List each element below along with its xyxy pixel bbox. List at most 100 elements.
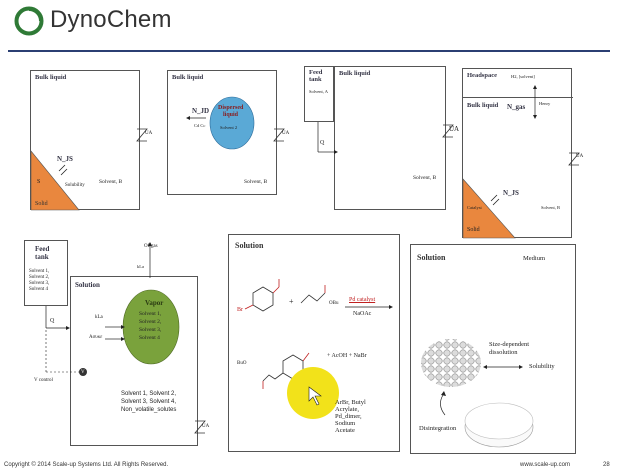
liquid-line-3: Non_volatile_solutes (121, 407, 177, 413)
s-label: S (37, 179, 41, 185)
ua-jacket-icon (273, 128, 285, 142)
feed-tank-small: Feed tank Solvent, A (304, 66, 334, 122)
plus-sign: + (289, 297, 294, 306)
njs-label: N_JS (57, 155, 73, 163)
droplet-line1: Dispersed (218, 105, 244, 111)
pd-catalyst-label: Pd catalyst (349, 297, 376, 303)
headspace-divider (463, 97, 573, 98)
catalyst-label: Catalyst (467, 205, 482, 210)
dissolution-graphics (421, 339, 534, 448)
species-line-3: Pd_dimer, (335, 413, 362, 420)
footer-page-number: 28 (603, 462, 610, 468)
njd-label: N_JD (192, 107, 210, 115)
footer-url[interactable]: www.scale-up.com (520, 462, 571, 468)
feed-line1: Feed (309, 69, 323, 76)
vapor-item-1: Solvent 1, (139, 311, 162, 317)
reaction-scheme (244, 279, 393, 419)
obu-label: OBu (329, 301, 339, 306)
ua-jacket-icon (136, 128, 148, 142)
liquid-line-1: Solvent 1, Solvent 2, (121, 391, 177, 397)
h2-label: H2, [solvent] (511, 74, 535, 79)
panel-title: Solution (235, 241, 264, 250)
henry-label: Henry (539, 101, 551, 106)
panel-bulk-liquid-feed: Bulk liquid Solvent, B (334, 66, 446, 210)
feed-pipe (317, 122, 338, 154)
solvent-label: Solvent, B (541, 205, 561, 210)
panel-title: Bulk liquid (467, 102, 499, 109)
headspace-label: Headspace (467, 72, 497, 79)
panel-heck-reaction: Solution Br + OBu Pd catalyst NaOAc BuO … (228, 234, 400, 452)
ua-jacket-icon (442, 124, 454, 138)
cdcc-label: Cd Cc (194, 123, 206, 128)
headspace-graphics (463, 85, 537, 239)
header: DynoChem (0, 0, 618, 50)
vapor-title: Vapor (145, 299, 164, 307)
panel-title: Bulk liquid (339, 70, 371, 77)
solid-triangle (31, 150, 80, 211)
panel-headspace: Headspace H2, [solvent] Bulk liquid N_ga… (462, 68, 573, 239)
feed-sub: Solvent, A (309, 89, 329, 94)
ngas-label: N_gas (507, 103, 526, 111)
brand-name: DynoChem (50, 6, 172, 33)
feed-solvent-3: Solvent 3, (29, 281, 50, 286)
vapor-item-4: Solvent 4 (139, 335, 160, 341)
species-line-1: ArBr, Butyl (335, 399, 366, 406)
q-label: Q (320, 140, 325, 146)
medium-label: Medium (523, 255, 546, 262)
q-label: Q (50, 318, 55, 324)
species-line-5: Acetate (335, 427, 355, 434)
solvent-label: Solvent, B (99, 179, 123, 185)
solvent-label: Solvent, B (244, 179, 268, 185)
njs-label: N_JS (503, 189, 519, 197)
feed-line2: tank (309, 76, 322, 83)
panel-title: Bulk liquid (35, 74, 67, 81)
naoac-label: NaOAc (353, 311, 372, 317)
solubility-label: Solubility (65, 183, 85, 188)
kla-top-label: kLa (137, 264, 144, 269)
ua-label: UA (202, 424, 210, 429)
panel-dissolution: Solution Medium Size-dependent dissoluti… (410, 244, 576, 454)
solvent-label: Solvent, B (413, 175, 437, 181)
feed-tank-large: Feed tank Solvent 1, Solvent 2, Solvent … (24, 240, 68, 306)
droplet-graphic (186, 96, 255, 150)
ua-jacket-icon (568, 152, 580, 166)
feed-solvent-2: Solvent 2, (29, 275, 50, 280)
v-label: V (81, 370, 85, 375)
droplet-sub: Solvent 2 (220, 125, 238, 130)
species-line-2: Acrylate, (335, 406, 360, 413)
droplet-line2: liquid (223, 112, 239, 118)
species-line-4: Sodium (335, 420, 356, 427)
solid-label: Solid (467, 227, 480, 233)
panel-title: Solution (75, 281, 100, 289)
vapor-item-2: Solvent 2, (139, 319, 162, 325)
ua-label: UA (449, 125, 460, 133)
disintegration-label: Disintegration (419, 425, 457, 432)
ua-jacket-icon (194, 420, 206, 434)
vapor-piping (45, 242, 152, 376)
feed-solvent-1: Solvent 1, (29, 269, 50, 274)
ua-label: UA (282, 131, 290, 136)
feed-solvent-4: Solvent 4 (29, 287, 49, 292)
vapor-bubble (105, 289, 180, 365)
solid-label: Solid (35, 201, 48, 207)
kla-label: kLa (95, 315, 103, 320)
footer-copyright: Copyright © 2014 Scale-up Systems Ltd. A… (4, 462, 169, 468)
panel-title: Bulk liquid (172, 74, 204, 81)
acum-label: Aσυκε (89, 335, 103, 340)
solubility-label: Solubility (529, 363, 555, 370)
feed-line2: tank (35, 253, 49, 261)
buo-label: BuO (237, 361, 247, 366)
feed-line1: Feed (35, 245, 50, 253)
ua-label: UA (145, 131, 153, 136)
panel-dispersed-liquid: Bulk liquid N_JD Cd Cc Dispersed liquid … (167, 70, 277, 195)
panel-vapor-solution: Solution kLa Aσυκε Vapor Solvent 1, Solv… (70, 276, 198, 446)
panel-bulk-liquid-solid: Bulk liquid N_JS S Solubility Solvent, B… (30, 70, 140, 211)
size-line-1: Size-dependent (489, 341, 530, 348)
ua-label: UA (576, 154, 584, 159)
offgas-label: Offgas (144, 244, 158, 249)
dynochem-logo-icon (14, 6, 44, 36)
byproducts-label: + AcOH + NaBr (327, 353, 367, 359)
panel-title: Solution (417, 253, 446, 262)
vcontrol-label: V control (34, 378, 53, 383)
size-line-2: dissolution (489, 349, 518, 356)
